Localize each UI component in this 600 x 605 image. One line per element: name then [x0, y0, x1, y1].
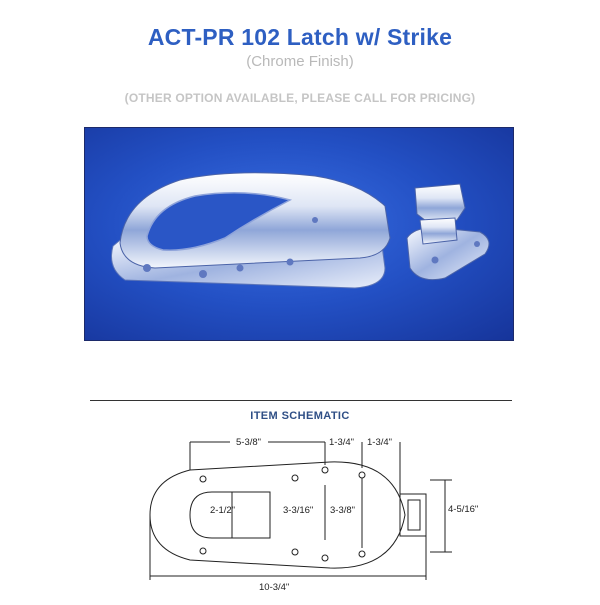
- pricing-notice: (OTHER OPTION AVAILABLE, PLEASE CALL FOR…: [124, 91, 476, 105]
- section-divider: [90, 400, 512, 401]
- product-photo: [84, 127, 514, 341]
- dim-top-mid: 1-3/4": [329, 437, 354, 448]
- dim-mid-a: 3-3/16": [283, 505, 313, 516]
- chrome-latch-image: [111, 172, 490, 289]
- schematic-title: ITEM SCHEMATIC: [250, 410, 350, 422]
- dim-top-left: 5-3/8": [236, 437, 261, 448]
- dim-mid-b: 3-3/8": [330, 505, 355, 516]
- dim-width-inner: 2-1/2": [210, 505, 235, 516]
- dim-overall: 10-3/4": [259, 582, 289, 593]
- product-title: ACT-PR 102 Latch w/ Strike: [147, 24, 453, 50]
- dim-height: 4-5/16": [448, 504, 478, 515]
- schematic-drawing: 5-3/8" 1-3/4" 1-3/4" 2-1/2" 3-3/16" 3-3/…: [149, 437, 478, 593]
- finish-subtitle: (Chrome Finish): [246, 53, 354, 70]
- dim-top-right: 1-3/4": [367, 437, 392, 448]
- item-schematic: 5-3/8" 1-3/4" 1-3/4" 2-1/2" 3-3/16" 3-3/…: [0, 420, 600, 600]
